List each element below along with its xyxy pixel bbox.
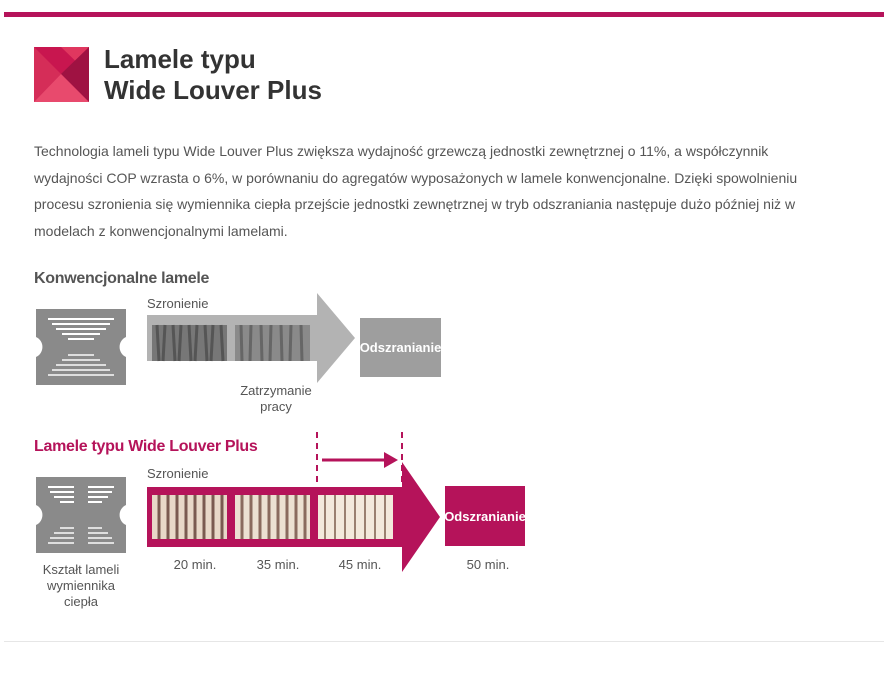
description-text: Technologia lameli typu Wide Louver Plus… <box>34 143 798 239</box>
fin-caption-line-1: Kształt lameli <box>42 562 120 577</box>
fin-caption-line-2: wymiennika <box>47 578 115 593</box>
conventional-section-label: Konwencjonalne lamele <box>34 270 210 287</box>
bottom-divider <box>4 641 884 642</box>
conventional-defrost-box: Odszranianie <box>360 318 441 377</box>
wide-louver-frost-label: Szronienie <box>147 466 209 481</box>
fin-caption-line-3: ciepła <box>64 594 98 609</box>
time-label-20: 20 min. <box>173 557 217 572</box>
fin-shape-icon <box>36 477 126 553</box>
time-label-50: 50 min. <box>466 557 510 572</box>
conventional-stop-label: Zatrzymanie pracy <box>230 383 322 415</box>
time-label-45: 45 min. <box>338 557 382 572</box>
top-accent-bar <box>4 12 884 17</box>
wide-louver-defrost-box: Odszranianie <box>444 486 526 546</box>
wide-louver-progress-arrow <box>147 462 440 572</box>
conventional-progress-arrow <box>147 293 355 383</box>
title-line-2: Wide Louver Plus <box>104 75 322 105</box>
stop-label-line-2: pracy <box>260 399 292 414</box>
title-line-1: Lamele typu <box>104 44 256 74</box>
fin-shape-icon <box>36 309 126 385</box>
fin-caption: Kształt lameli wymiennika ciepła <box>25 562 137 610</box>
time-label-35: 35 min. <box>256 557 300 572</box>
lg-logo-icon <box>34 47 89 102</box>
wide-louver-section-label: Lamele typu Wide Louver Plus <box>34 438 258 455</box>
conventional-frost-label: Szronienie <box>147 296 209 311</box>
page-title: Lamele typu Wide Louver Plus <box>104 44 322 106</box>
stop-label-line-1: Zatrzymanie <box>240 383 312 398</box>
